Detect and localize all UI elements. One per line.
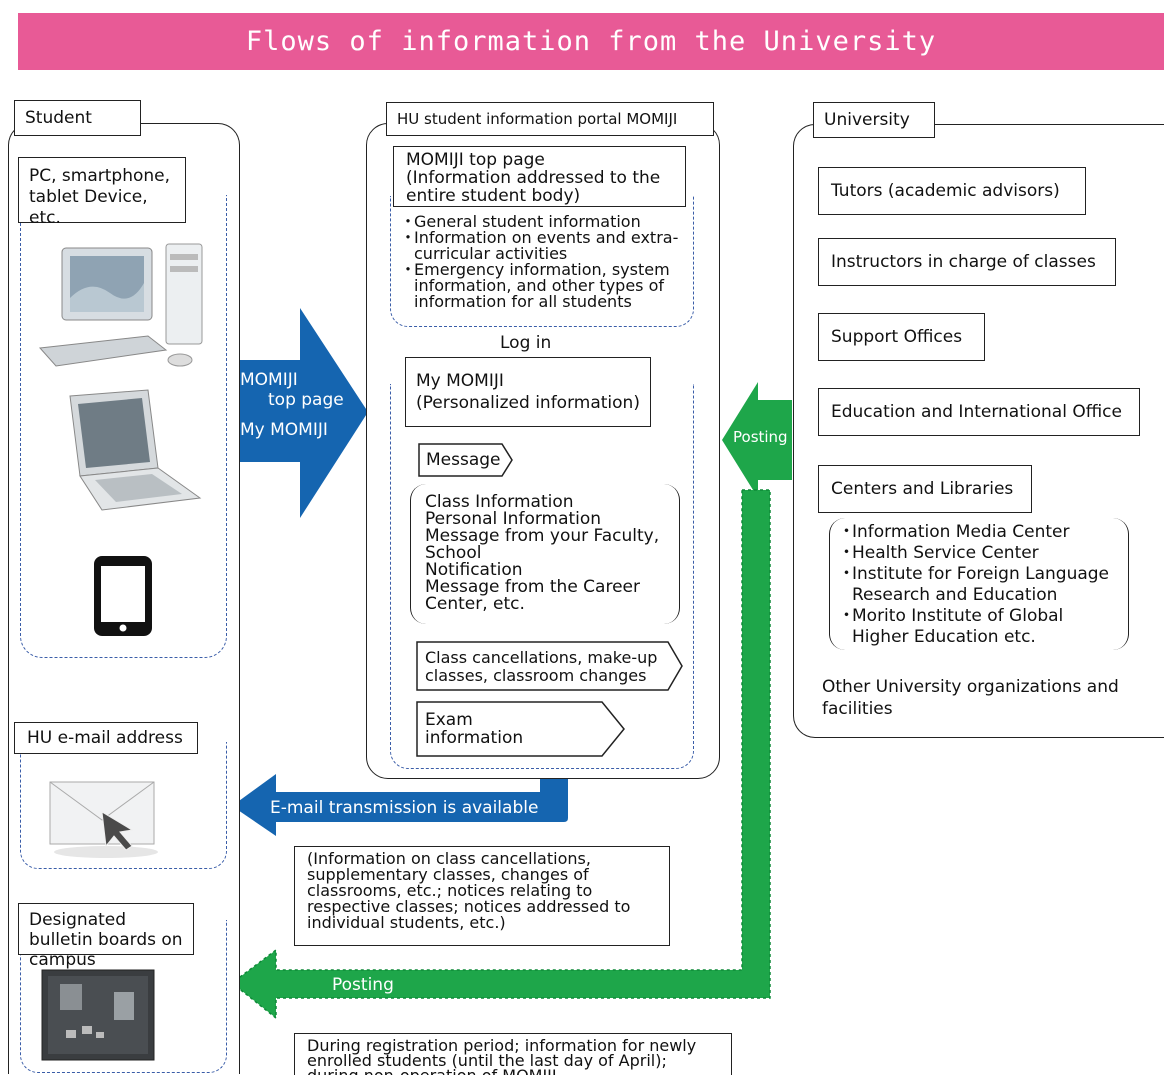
top-page-box: MOMIJI top page (Information addressed t… bbox=[393, 146, 686, 207]
devices-area bbox=[20, 195, 227, 658]
student-tab-label: Student bbox=[25, 108, 92, 128]
green-posting-arrow bbox=[722, 382, 792, 498]
tablet-icon bbox=[94, 556, 152, 636]
message-tag bbox=[418, 443, 513, 477]
top-page-desc: (Information addressed to the entire stu… bbox=[406, 168, 661, 206]
arrow-top-page: top page bbox=[268, 390, 344, 410]
blue-right-arrow bbox=[232, 308, 368, 518]
support-offices-box: Support Offices bbox=[818, 313, 985, 361]
email-area bbox=[20, 742, 227, 869]
message-label: Message bbox=[426, 450, 501, 470]
my-momiji-box: My MOMIJI (Personalized information) bbox=[405, 357, 651, 427]
top-item: Emergency information, system informatio… bbox=[400, 262, 690, 310]
email-info-note: (Information on class cancellations, sup… bbox=[294, 846, 670, 946]
top-page-title: MOMIJI top page bbox=[406, 150, 545, 170]
top-item: General student information bbox=[400, 214, 690, 231]
desktop-pc-icon bbox=[38, 243, 203, 367]
devices-label: PC, smartphone, tablet Device, etc. bbox=[18, 157, 186, 228]
posting-right-label: Posting bbox=[733, 428, 788, 446]
arrow-my-momiji: My MOMIJI bbox=[240, 420, 328, 440]
university-tab-label: University bbox=[824, 110, 910, 130]
exam-label: Exam information bbox=[425, 710, 524, 748]
class-changes-label: Class cancellations, make-up classes, cl… bbox=[425, 648, 658, 685]
centers-libraries-box: Centers and Libraries bbox=[818, 465, 1032, 513]
bulletin-board-icon bbox=[41, 969, 155, 1061]
message-item: Notification bbox=[425, 560, 523, 580]
bulletin-label: Designated bulletin boards on campus bbox=[18, 903, 194, 970]
posting-info-note: During registration period; information … bbox=[294, 1033, 732, 1075]
top-page-area bbox=[390, 196, 694, 327]
top-items-list: General student information Information … bbox=[400, 214, 690, 310]
my-momiji-desc: (Personalized information) bbox=[416, 393, 640, 413]
center-item: Information Media Center bbox=[838, 522, 1124, 543]
laptop-icon bbox=[69, 389, 202, 511]
class-changes-tag bbox=[416, 641, 683, 691]
page-title: Flows of information from the University bbox=[18, 13, 1164, 70]
exam-tag bbox=[416, 701, 625, 757]
center-item: Health Service Center bbox=[838, 543, 1124, 564]
instructors-box: Instructors in charge of classes bbox=[818, 238, 1116, 286]
email-envelope-icon bbox=[49, 781, 158, 858]
other-organizations: Other University organizations and facil… bbox=[822, 677, 1119, 719]
my-momiji-area bbox=[390, 384, 694, 769]
blue-email-arrow bbox=[232, 774, 568, 836]
student-tab: Student bbox=[14, 100, 141, 136]
message-item: Message from your Faculty, School bbox=[425, 526, 660, 563]
email-transmission-label: E-mail transmission is available bbox=[270, 798, 539, 818]
message-items: Class Information Personal Information M… bbox=[425, 494, 675, 613]
login-label: Log in bbox=[500, 333, 552, 353]
center-item: Morito Institute of Global Higher Educat… bbox=[838, 606, 1124, 648]
my-momiji-title: My MOMIJI bbox=[416, 371, 504, 391]
tutors-box: Tutors (academic advisors) bbox=[818, 167, 1086, 215]
center-items-list: Information Media Center Health Service … bbox=[838, 522, 1124, 648]
arrow-momiji: MOMIJI bbox=[240, 370, 298, 390]
portal-tab: HU student information portal MOMIJI bbox=[386, 102, 714, 136]
email-label: HU e-mail address bbox=[14, 722, 198, 754]
blue-arrow-text: MOMIJI top page My MOMIJI bbox=[240, 370, 350, 440]
posting-bottom-label: Posting bbox=[332, 975, 394, 995]
bulletin-area bbox=[20, 920, 227, 1073]
center-items-box bbox=[829, 518, 1129, 650]
education-office-box: Education and International Office bbox=[818, 388, 1140, 436]
top-item: Information on events and extra-curricul… bbox=[400, 230, 690, 262]
message-item: Personal Information bbox=[425, 509, 602, 529]
portal-tab-label: HU student information portal MOMIJI bbox=[397, 110, 678, 128]
center-item: Institute for Foreign Language Research … bbox=[838, 564, 1124, 606]
university-tab: University bbox=[813, 102, 935, 138]
green-bottom-arrow bbox=[230, 489, 771, 1020]
message-item: Class Information bbox=[425, 492, 574, 512]
message-item: Message from the Career Center, etc. bbox=[425, 577, 640, 614]
message-items-box bbox=[410, 484, 680, 624]
